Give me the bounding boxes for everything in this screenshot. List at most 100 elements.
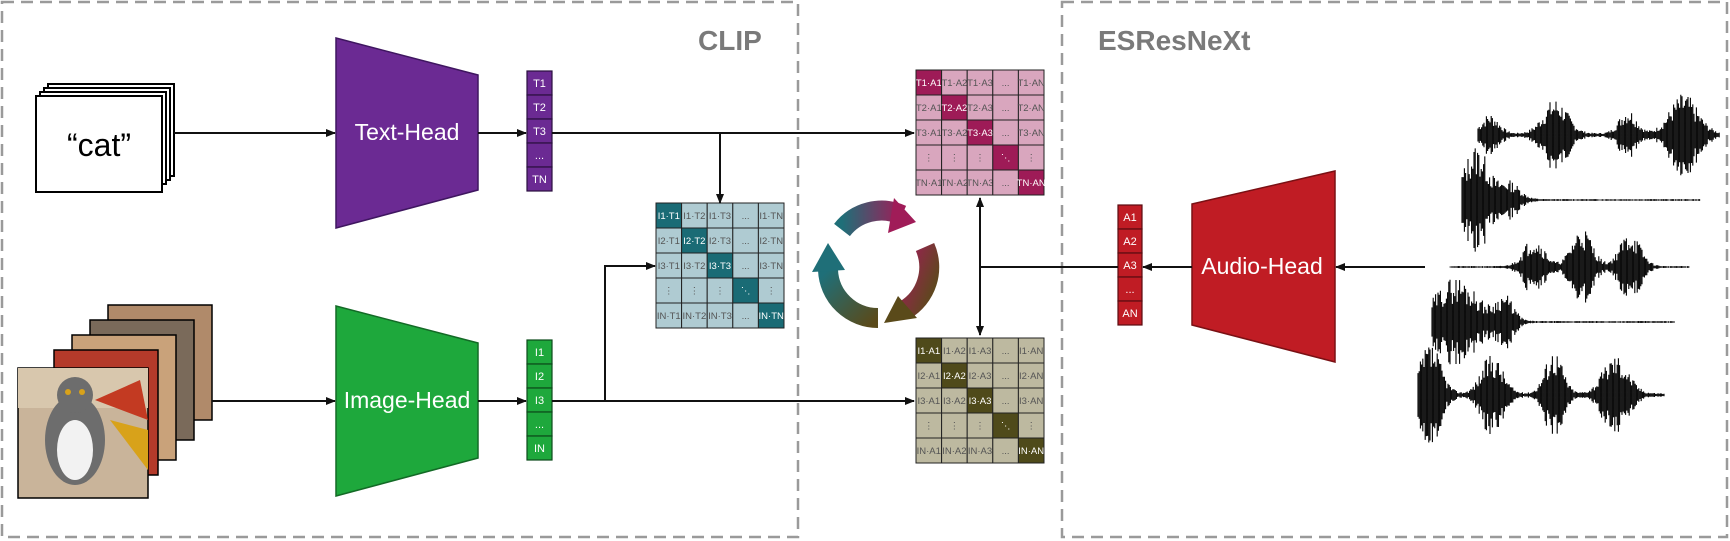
matrix-cell-label: IN·A3 — [968, 446, 992, 457]
matrix-cell — [732, 227, 759, 254]
matrix-cell-label: ... — [1002, 103, 1010, 114]
matrix-cell — [941, 169, 968, 196]
matrix-cell-label: TN·AN — [1017, 178, 1046, 189]
matrix-cell-label: ⋮ — [690, 286, 700, 297]
embedding-cell: A2 — [1117, 228, 1143, 254]
matrix-cell — [1017, 412, 1045, 439]
svg-text:T3: T3 — [533, 126, 546, 138]
matrix-cell-label: ⋮ — [1026, 421, 1036, 432]
matrix-cell-label: I2·T2 — [683, 236, 705, 247]
matrix-cell — [966, 437, 994, 464]
text-input-label: “cat” — [67, 127, 131, 163]
matrix-cell-label: ⋮ — [1026, 153, 1036, 164]
svg-text:I1: I1 — [535, 347, 544, 359]
embedding-cell: ... — [526, 142, 553, 168]
svg-text:I2: I2 — [535, 371, 544, 383]
matrix-cell-label: T3·A2 — [941, 128, 967, 139]
matrix-cell-label: ... — [1002, 346, 1010, 357]
matrix-cell-label: IN·T1 — [657, 311, 681, 322]
matrix-cell — [915, 362, 943, 389]
matrix-cell-label: TN·A3 — [966, 178, 993, 189]
matrix-cell-label: ⋮ — [924, 421, 934, 432]
matrix-cell — [655, 227, 683, 254]
matrix-cell — [655, 302, 683, 329]
training-cycle-icon — [812, 198, 940, 329]
matrix-cell — [681, 202, 708, 229]
embedding-cell: T2 — [526, 94, 553, 120]
matrix-cell-label: ⋱ — [1001, 421, 1011, 432]
matrix-cell — [757, 252, 785, 279]
audio-waveforms — [1417, 94, 1720, 443]
matrix-cell-label: I3·TN — [759, 261, 783, 272]
svg-text:A1: A1 — [1123, 212, 1136, 224]
matrix-cell-label: ⋱ — [1001, 153, 1011, 164]
matrix-cell — [681, 302, 708, 329]
matrix-cell-label: I1·A3 — [969, 346, 992, 357]
matrix-cell-label: ⋮ — [950, 153, 960, 164]
svg-text:I3: I3 — [535, 395, 544, 407]
matrix-cell-diagonal — [706, 252, 734, 279]
matrix-cell — [992, 337, 1019, 364]
matrix-cell-label: IN·AN — [1018, 446, 1044, 457]
matrix-cell-label: ... — [742, 211, 750, 222]
matrix-cell — [941, 437, 968, 464]
esresnext-title: ESResNeXt — [1098, 25, 1251, 56]
matrix-cell-label: I2·A2 — [943, 371, 966, 382]
matrix-cell-label: ⋮ — [715, 286, 725, 297]
matrix-cell-label: I1·AN — [1019, 346, 1043, 357]
matrix-cell — [1017, 387, 1045, 414]
matrix-cell-label: TN·A1 — [915, 178, 942, 189]
clip-title: CLIP — [698, 25, 762, 56]
matrix-cell-label: ⋮ — [766, 286, 776, 297]
matrix-cell-label: T1·A3 — [967, 78, 993, 89]
svg-text:...: ... — [535, 419, 544, 431]
matrix-cell-diagonal — [915, 337, 943, 364]
matrix-cell — [915, 169, 943, 196]
image-input-stack — [17, 304, 213, 499]
connector-arrows — [174, 129, 1425, 405]
matrix-cell-label: I1·A1 — [917, 346, 940, 357]
matrix-cell-label: I2·AN — [1019, 371, 1043, 382]
waveform — [1417, 347, 1665, 443]
embedding-cell: I2 — [526, 363, 553, 389]
matrix-cell-label: I3·T1 — [658, 261, 680, 272]
embedding-cell: TN — [526, 166, 553, 192]
matrix-cell — [1017, 337, 1045, 364]
matrix-cell-diagonal — [992, 144, 1019, 171]
embedding-cell: AN — [1117, 300, 1143, 326]
matrix-cell-label: I3·A1 — [917, 396, 940, 407]
matrix-cell — [941, 144, 968, 171]
matrix-cell-label: I3·A2 — [943, 396, 966, 407]
matrix-cell-label: IN·A1 — [917, 446, 941, 457]
matrix-cell-label: ⋮ — [664, 286, 674, 297]
matrix-cell — [757, 202, 785, 229]
matrix-cell-label: I3·T3 — [709, 261, 731, 272]
matrix-cell-label: IN·T3 — [708, 311, 732, 322]
embedding-cell: I3 — [526, 387, 553, 413]
matrix-cell-label: TN·A2 — [941, 178, 968, 189]
matrix-cell-label: I3·A3 — [969, 396, 992, 407]
svg-text:T1: T1 — [533, 78, 546, 90]
matrix-cell — [732, 252, 759, 279]
matrix-cell — [966, 94, 994, 121]
text-input-stack — [35, 83, 175, 193]
embedding-cell: I1 — [526, 339, 553, 365]
matrix-cell-label: ... — [742, 311, 750, 322]
matrix-cell-label: ... — [1002, 396, 1010, 407]
matrix-cell — [992, 362, 1019, 389]
matrix-cell-label: ⋱ — [741, 286, 751, 297]
matrix-cell-label: T1·A2 — [941, 78, 967, 89]
matrix-cell-label: I2·T1 — [658, 236, 680, 247]
matrix-cell — [1017, 362, 1045, 389]
waveform — [1477, 94, 1720, 176]
matrix-cell-label: ... — [1002, 446, 1010, 457]
image-head-label: Image-Head — [344, 387, 471, 413]
matrix-cell — [732, 202, 759, 229]
matrix-cell-label: T3·A3 — [967, 128, 993, 139]
svg-text:IN: IN — [534, 443, 545, 455]
image-embeddings: I1 I2 I3 ... IN — [526, 339, 553, 461]
matrix-cell — [732, 302, 759, 329]
svg-text:TN: TN — [532, 174, 547, 186]
svg-text:A3: A3 — [1123, 260, 1136, 272]
